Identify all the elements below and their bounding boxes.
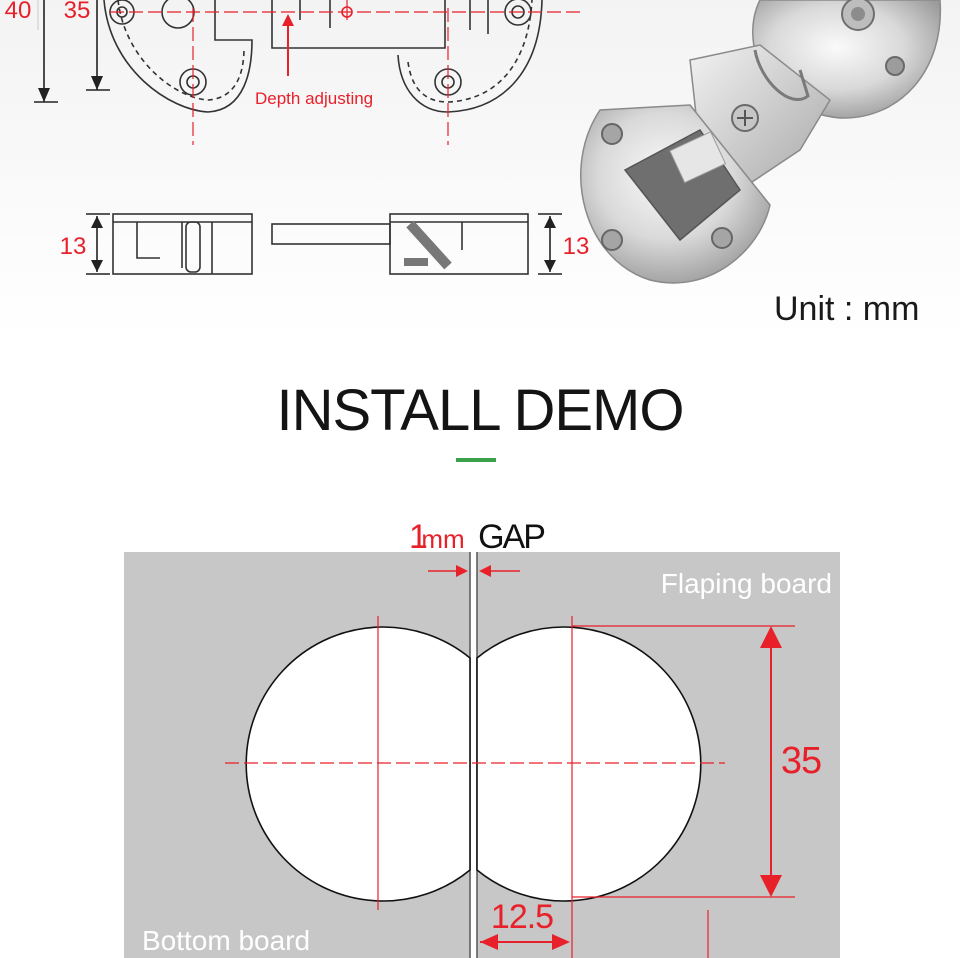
dim-35-label: 35 [64,0,91,24]
dim-13-left-label: 13 [60,233,87,260]
section-title: INSTALL DEMO [276,378,685,443]
offset-12-5-label: 12.5 [491,898,553,936]
unit-label: Unit : mm [774,290,920,328]
flaping-board-label: Flaping board [661,568,832,599]
install-demo-diagram [124,552,840,958]
gap-value: 1 [409,518,427,556]
left-cup-hole [245,626,471,902]
hinge-product-photo [580,0,942,284]
diameter-35-label: 35 [781,740,821,782]
dim-13-right-label: 13 [563,233,590,260]
dim-40-label: 40 [5,0,32,24]
right-cup-hole [476,626,702,902]
bottom-board-label: Bottom board [142,925,310,956]
board-gap [470,552,477,958]
top-technical-drawing [34,0,585,275]
depth-adjusting-label: Depth adjusting [255,89,373,108]
title-underline [456,458,496,462]
gap-unit: mm [421,524,464,554]
gap-word: GAP [478,518,544,556]
